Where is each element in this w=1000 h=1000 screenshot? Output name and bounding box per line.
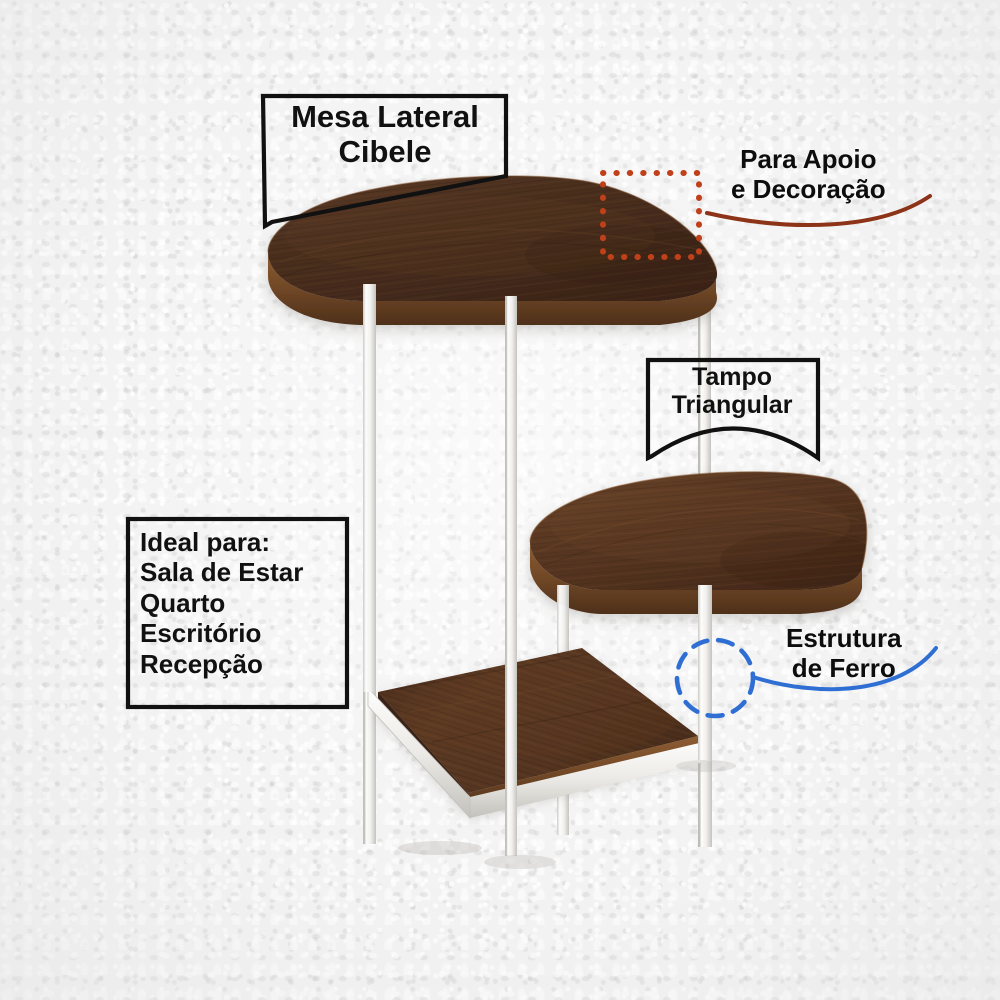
callout-tampo-text: Tampo Triangular [671, 363, 793, 419]
frame-leg-inner-front [505, 296, 517, 856]
underline-ferro [751, 646, 938, 692]
callout-title-box [260, 93, 509, 230]
callout-ideal-box [125, 516, 350, 710]
marker-dashed-circle [674, 637, 756, 719]
top-shelf-grain [268, 176, 717, 301]
top-shelf [267, 175, 717, 325]
callout-ideal-text: Ideal para: Sala de Estar Quarto Escritó… [140, 527, 304, 679]
label-para-apoio: Para Apoio e Decoração [731, 144, 886, 204]
label-estrutura-de-ferro: Estrutura de Ferro [786, 623, 902, 683]
frame-bottom-rail [367, 686, 712, 820]
callout-title-text: Mesa Lateral Cibele [291, 99, 479, 169]
marker-dotted-rect [600, 170, 702, 260]
frame-leg-left-front [363, 284, 376, 692]
callout-tampo-box [645, 357, 821, 463]
underline-apoio [705, 194, 932, 227]
